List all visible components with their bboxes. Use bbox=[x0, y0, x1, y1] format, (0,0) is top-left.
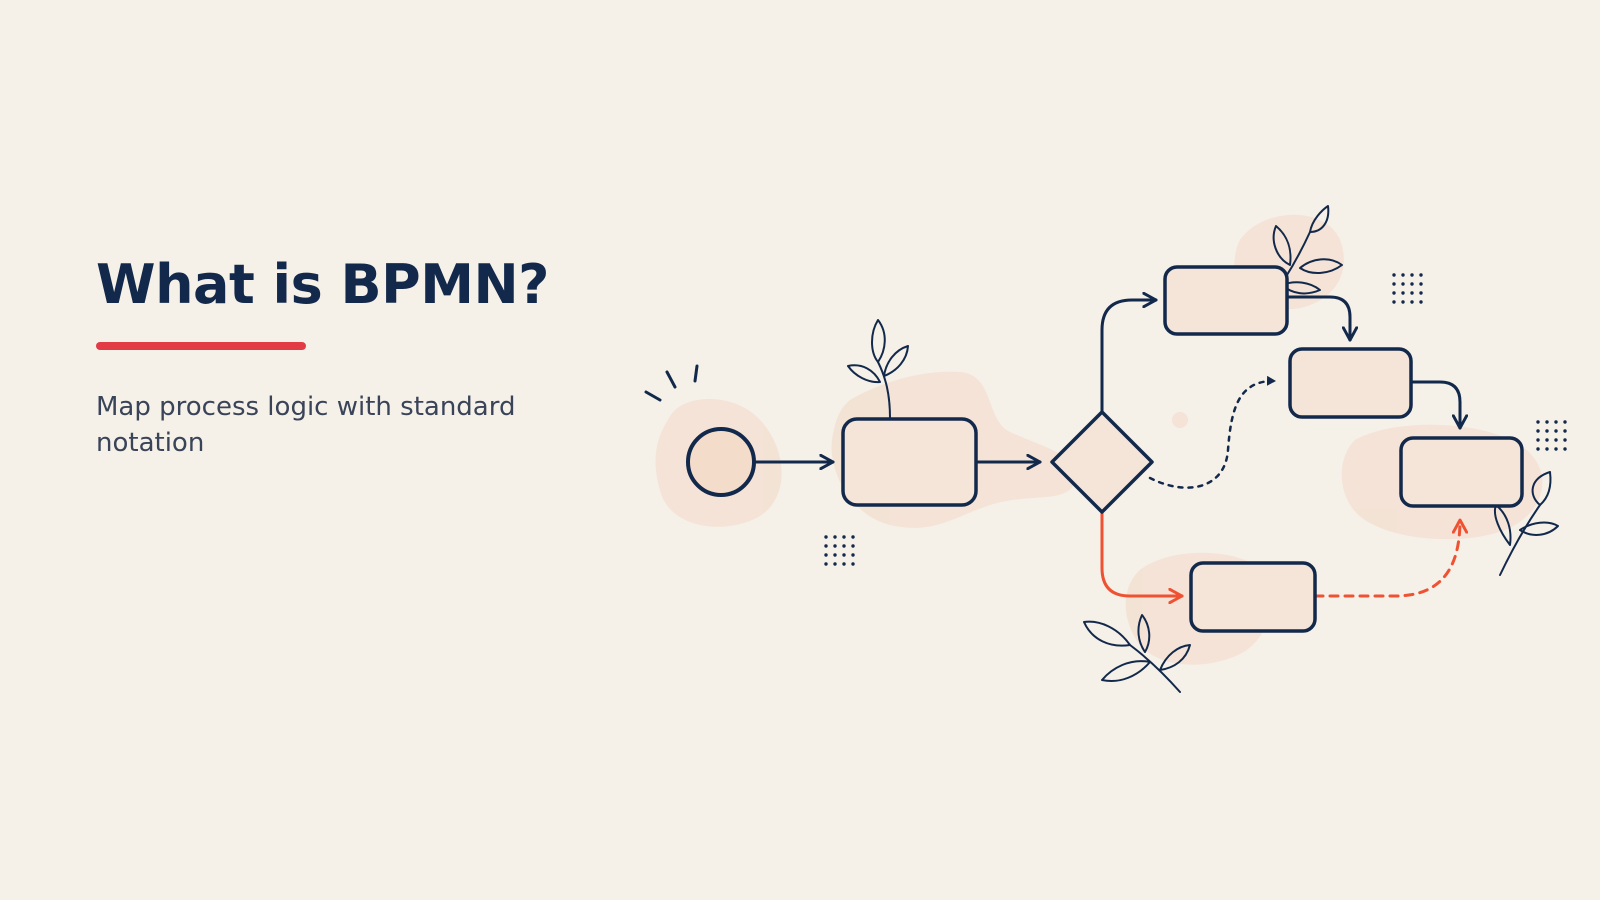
task-lower bbox=[1189, 561, 1317, 633]
dot-grid-bottom-left-dot bbox=[842, 562, 846, 566]
slide-subtitle: Map process logic with standard notation bbox=[96, 392, 516, 459]
dot-grid-bottom-left-dot bbox=[842, 535, 846, 539]
dot-grid-top-right-dot bbox=[1401, 291, 1405, 295]
dot-grid-right-dot bbox=[1536, 420, 1540, 424]
flow-gateway-to-upper-task bbox=[1100, 300, 1158, 414]
task-1 bbox=[841, 417, 978, 507]
flow-gateway-to-middle-dotted bbox=[1148, 375, 1277, 489]
dot-grid-top-right-dot bbox=[1410, 282, 1414, 286]
exclusive-gateway bbox=[1050, 410, 1154, 514]
dot-grid-right-dot bbox=[1536, 447, 1540, 451]
dot-grid-right-dot bbox=[1563, 420, 1567, 424]
dot-grid-bottom-left-dot bbox=[833, 562, 837, 566]
dot-grid-top-right-dot bbox=[1419, 300, 1423, 304]
dot-grid-right-dot bbox=[1554, 438, 1558, 442]
dot-grid-bottom-left-dot bbox=[824, 553, 828, 557]
dot-grid-right-dot bbox=[1545, 447, 1549, 451]
flow-upper-to-middle-task bbox=[1285, 295, 1350, 342]
task-shapes bbox=[841, 265, 1524, 633]
slide-title: What is BPMN? bbox=[96, 253, 550, 316]
dot-grid-bottom-left-dot bbox=[851, 562, 855, 566]
dot-grid-bottom-left-dot bbox=[824, 562, 828, 566]
dot-grid-bottom-left-dot bbox=[833, 535, 837, 539]
dot-grid-right-dot bbox=[1536, 429, 1540, 433]
dot-grid-bottom-left-dot bbox=[851, 553, 855, 557]
dot-grid-right-dot bbox=[1563, 429, 1567, 433]
dot-grid-right-dot bbox=[1554, 429, 1558, 433]
dot-grid-bottom-left-dot bbox=[824, 544, 828, 548]
leaf-icon-bottom bbox=[1083, 614, 1191, 693]
dot-grid-top-right-dot bbox=[1419, 273, 1423, 277]
dot-grid-right-dot bbox=[1545, 420, 1549, 424]
dot-grid-right-dot bbox=[1545, 438, 1549, 442]
dot-grid-top-right-dot bbox=[1392, 291, 1396, 295]
sequence-flows bbox=[753, 295, 1460, 596]
leaf-icon-task bbox=[847, 319, 909, 419]
dot-grid-bottom-left-dot bbox=[833, 544, 837, 548]
dot-grid-bottom-left-dot bbox=[851, 544, 855, 548]
dot-grid-right-dot bbox=[1545, 429, 1549, 433]
dot-grid-right-dot bbox=[1563, 438, 1567, 442]
dot-grid-top-right-dot bbox=[1419, 282, 1423, 286]
dot-grid-bottom-left-dot bbox=[842, 544, 846, 548]
dot-grid-right-dot bbox=[1563, 447, 1567, 451]
dot-grid-top-right-dot bbox=[1392, 273, 1396, 277]
dot-grid-bottom-left-dot bbox=[833, 553, 837, 557]
dot-grid-top-right-dot bbox=[1410, 291, 1414, 295]
task-upper bbox=[1163, 265, 1289, 336]
dot-grid-bottom-left-dot bbox=[824, 535, 828, 539]
blob-dot bbox=[1172, 412, 1188, 428]
dot-grid-bottom-left-dot bbox=[842, 553, 846, 557]
dot-grid-top-right-dot bbox=[1392, 300, 1396, 304]
dot-grid-top-right-dot bbox=[1401, 282, 1405, 286]
dot-grid-top-right-dot bbox=[1410, 300, 1414, 304]
dot-grid-icon bbox=[824, 273, 1567, 566]
dot-grid-top-right-dot bbox=[1401, 300, 1405, 304]
dot-grid-right-dot bbox=[1554, 420, 1558, 424]
task-right bbox=[1399, 436, 1524, 508]
task-middle bbox=[1288, 347, 1413, 419]
dot-grid-right-dot bbox=[1536, 438, 1540, 442]
start-event bbox=[686, 427, 756, 497]
dot-grid-bottom-left-dot bbox=[851, 535, 855, 539]
flow-middle-to-right-task bbox=[1409, 380, 1460, 430]
dot-grid-top-right-dot bbox=[1401, 273, 1405, 277]
title-underline bbox=[96, 342, 306, 351]
dot-grid-right-dot bbox=[1554, 447, 1558, 451]
text-panel: What is BPMN? Map process logic with sta… bbox=[96, 255, 566, 462]
dot-grid-top-right-dot bbox=[1410, 273, 1414, 277]
dot-grid-top-right-dot bbox=[1419, 291, 1423, 295]
flow-gateway-to-lower-task bbox=[1100, 510, 1184, 596]
spark-lines-icon bbox=[644, 364, 699, 402]
dot-grid-top-right-dot bbox=[1392, 282, 1396, 286]
